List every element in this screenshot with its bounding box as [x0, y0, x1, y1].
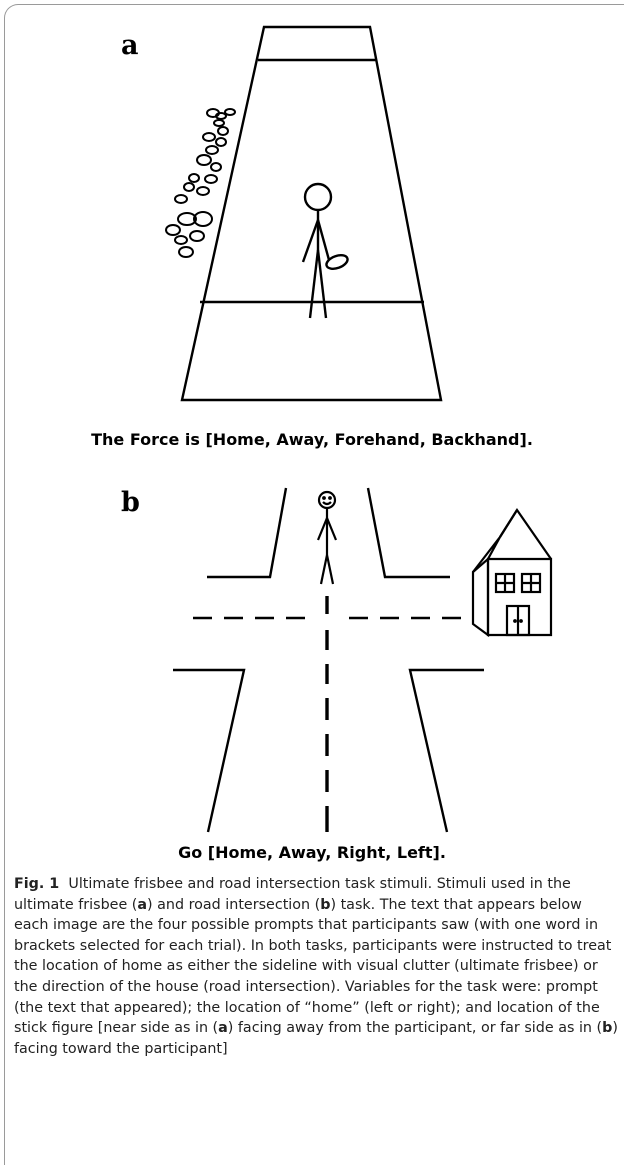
field-outline — [180, 25, 443, 402]
figure-caption: Fig. 1 Ultimate frisbee and road interse… — [14, 874, 618, 1059]
upper-left-road-edge — [207, 487, 288, 579]
panel-b-prompt: Go [Home, Away, Right, Left]. — [178, 843, 446, 862]
caption-text: ) facing away from the participant, or f… — [227, 1020, 603, 1037]
panel-b-label: b — [121, 487, 140, 518]
caption-text: ) and road intersection ( — [147, 896, 321, 913]
sideline-clutter — [165, 108, 236, 258]
stick-figure-b — [316, 490, 338, 585]
caption-ref-a: a — [137, 896, 148, 913]
lower-left-road-edge — [173, 668, 246, 833]
figure-frame — [4, 4, 624, 1165]
caption-ref-b: b — [320, 896, 331, 913]
house-icon — [471, 508, 553, 638]
upper-right-road-edge — [366, 487, 450, 579]
caption-ref-b: b — [602, 1020, 613, 1037]
caption-ref-a: a — [218, 1020, 228, 1037]
stick-figure-a — [301, 182, 333, 319]
caption-text: Stimuli used in the ultimate frisbee ( — [14, 876, 571, 913]
road-intersection-illustration — [173, 487, 553, 833]
caption-label: Fig. 1 — [14, 876, 60, 892]
panel-a-prompt: The Force is [Home, Away, Forehand, Back… — [91, 430, 533, 449]
lower-right-road-edge — [408, 668, 484, 833]
caption-text: ) facing toward the participant] — [14, 1020, 618, 1057]
caption-title: Ultimate frisbee and road intersection t… — [68, 876, 433, 892]
frisbee-icon — [325, 254, 349, 270]
panel-a-label: a — [121, 30, 139, 61]
caption-text: ) task. The text that appears below each… — [14, 896, 612, 1037]
frisbee-field-illustration — [165, 25, 443, 402]
